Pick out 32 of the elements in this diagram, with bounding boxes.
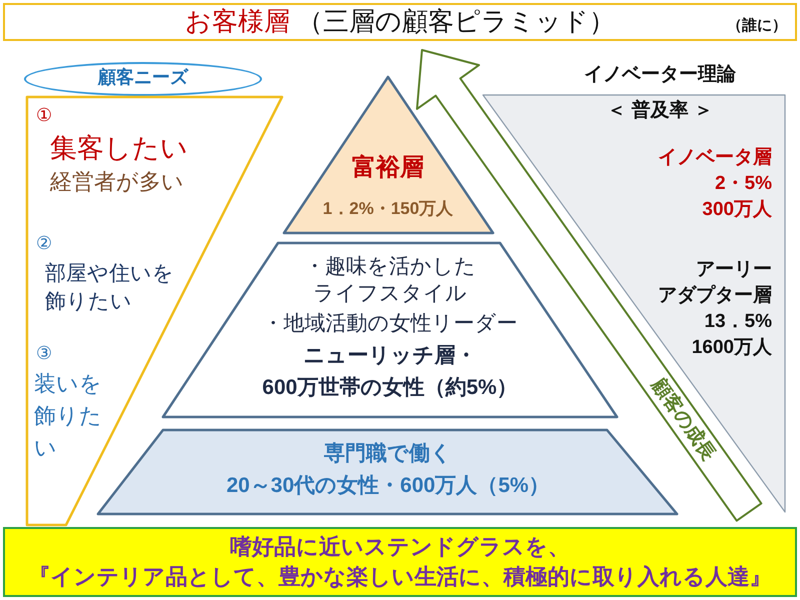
segment-figure: 1600万人 bbox=[692, 336, 772, 360]
panel-subheading: ＜ 普及率 ＞ bbox=[607, 99, 713, 123]
bullet-item: ・趣味を活かしたライフスタイル bbox=[303, 254, 477, 308]
tier-figure: 600万世帯の女性（約5%） bbox=[262, 375, 518, 401]
title: お客様層 （三層の顧客ピラミッド） bbox=[184, 5, 616, 38]
side-note: （誰に） bbox=[727, 17, 787, 36]
list-number: ③ bbox=[36, 342, 52, 364]
list-number: ① bbox=[36, 104, 52, 126]
pyramid-peak bbox=[282, 75, 495, 235]
segment-figure: 13．5% bbox=[704, 310, 772, 334]
tier-title: 富裕層 bbox=[352, 153, 424, 183]
bullet-item: ・地域活動の女性リーダー bbox=[262, 311, 518, 337]
list-number: ② bbox=[36, 232, 52, 254]
arrow-label: 顧客の成長 bbox=[648, 375, 718, 465]
summary-banner bbox=[3, 527, 797, 597]
need-text: 装いを飾りたい bbox=[34, 370, 102, 462]
tier-title: ニューリッチ層・ bbox=[304, 343, 476, 369]
segment-figure: 2・5% bbox=[714, 172, 772, 196]
oval-heading: 顧客ニーズ bbox=[98, 66, 188, 88]
need-text: 部屋や住いを飾りたい bbox=[45, 261, 175, 316]
need-heading: 集客したい bbox=[50, 132, 188, 165]
segment-name: アダプター層 bbox=[658, 284, 772, 308]
tier-text: 専門職で働く bbox=[324, 441, 452, 467]
segment-figure: 300万人 bbox=[702, 198, 772, 222]
segment-name: アーリー bbox=[696, 258, 772, 282]
panel-heading: イノベーター理論 bbox=[584, 63, 736, 87]
tier-figure: 20～30代の女性・600万人（5%） bbox=[226, 473, 550, 499]
banner-text: 嗜好品に近いステンドグラスを、 bbox=[230, 533, 570, 560]
tier-figure: 1．2%・150万人 bbox=[322, 198, 454, 220]
banner-text: 『インテリア品として、豊かな楽しい生活に、積極的に取り入れる人達』 bbox=[28, 563, 772, 590]
segment-name: イノベータ層 bbox=[658, 146, 772, 170]
need-text: 経営者が多い bbox=[50, 168, 184, 196]
